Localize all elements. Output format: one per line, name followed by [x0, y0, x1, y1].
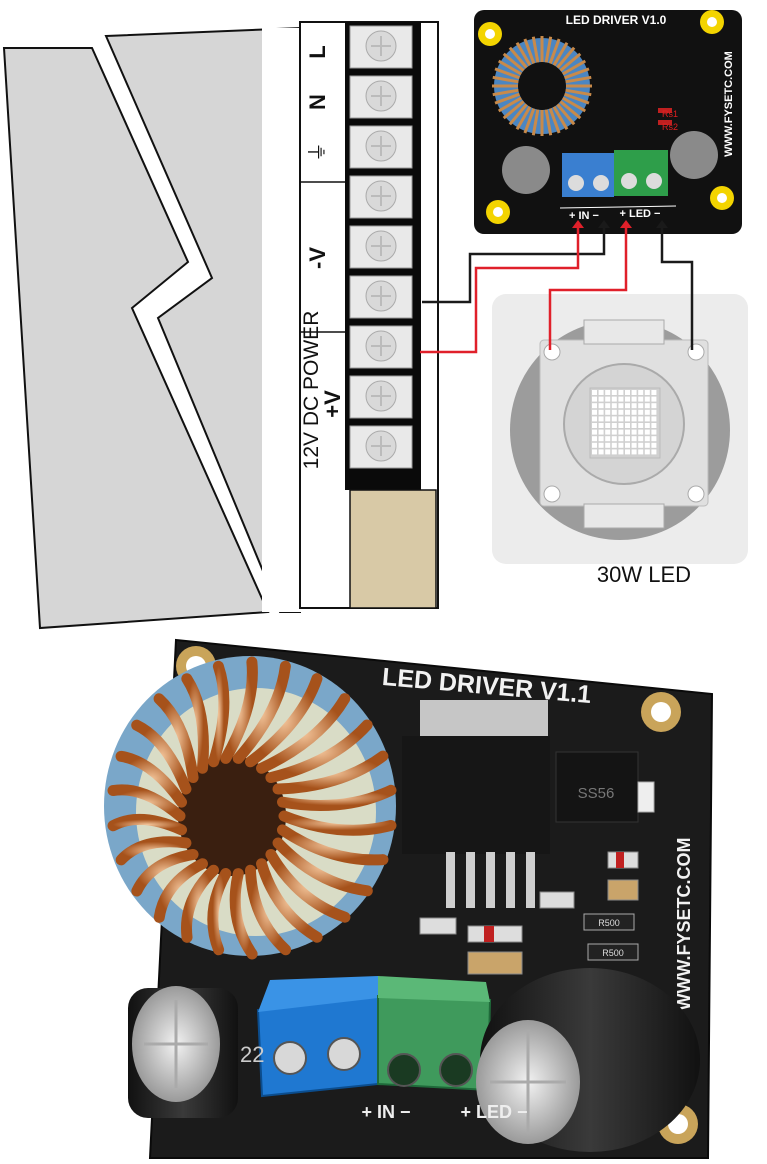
driver-input-label: + IN −: [569, 210, 599, 222]
terminal-label-l: L: [305, 45, 330, 58]
power-supply: L N ⏚ -V +V 12V DC POWER: [2, 21, 439, 630]
resistor-label: R500: [598, 918, 620, 928]
led-module: 30W LED: [492, 294, 748, 587]
terminal-screws: [349, 25, 413, 469]
driver-board-title: LED DRIVER V1.0: [566, 13, 667, 27]
input-terminal-photo: [256, 976, 379, 1098]
toroid-coil-icon: [492, 36, 592, 136]
capacitor-top: [670, 131, 718, 179]
input-terminal-block: [562, 153, 614, 197]
terminal-label-n: N: [305, 94, 330, 110]
driver-output-label: + LED −: [620, 208, 661, 220]
wiring: [420, 220, 694, 354]
power-supply-base: [349, 489, 437, 609]
output-terminal-block: [614, 150, 668, 196]
chip-label: SS56: [578, 785, 615, 802]
driver-board-photo: LED DRIVER V1.1 WWW.FYSETC.COM SS56 R500…: [104, 638, 714, 1159]
wire-negative-led: [660, 226, 694, 350]
photo-input-label: + IN −: [361, 1102, 410, 1122]
wire-positive-in: [420, 226, 580, 354]
resistor-label: R500: [602, 948, 624, 958]
photo-output-label: + LED −: [460, 1102, 527, 1122]
power-supply-housing: [2, 47, 270, 630]
power-supply-title: 12V DC POWER: [300, 311, 323, 470]
wire-positive-led: [548, 226, 628, 350]
toroid-coil-photo: [104, 656, 397, 960]
capacitor-text: 22: [240, 1042, 264, 1067]
schottky-diode: [555, 751, 639, 823]
terminal-label-ground: ⏚: [307, 142, 329, 162]
led-chip-grid: [592, 390, 657, 455]
wire-negative-in: [422, 226, 606, 304]
power-supply-label-strip: [262, 28, 302, 612]
driver-board-website: WWW.FYSETC.COM: [723, 51, 735, 157]
rs1-label: Rs1: [662, 109, 678, 119]
capacitor-left: 22: [128, 986, 264, 1118]
regulator-legs: [446, 852, 535, 908]
output-terminal-photo: [377, 976, 492, 1092]
regulator-ic: [402, 736, 550, 854]
terminal-label-plus-v: +V: [320, 390, 345, 418]
driver-board-diagram: Rs1 Rs2 LED DRIVER V1.0 WWW.FYSETC.COM +…: [474, 10, 742, 234]
photo-website: WWW.FYSETC.COM: [674, 838, 694, 1011]
rs2-label: Rs2: [662, 122, 678, 132]
terminal-label-minus-v: -V: [305, 247, 330, 269]
led-caption: 30W LED: [597, 562, 691, 587]
capacitor-right: [476, 968, 700, 1152]
capacitor-top: [502, 146, 550, 194]
